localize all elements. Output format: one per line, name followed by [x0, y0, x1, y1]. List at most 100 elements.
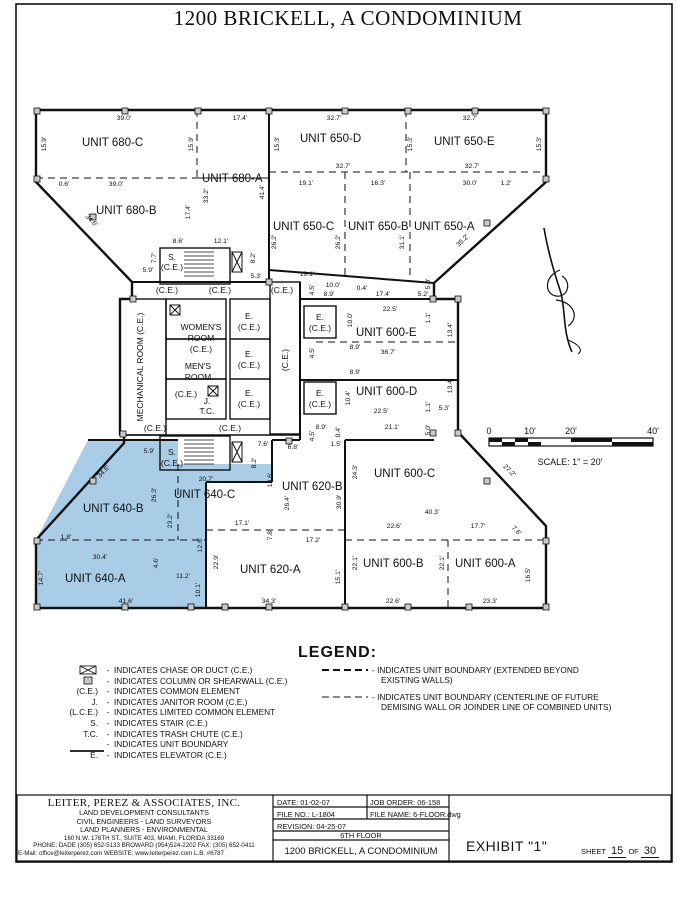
- svg-text:34.3': 34.3': [262, 598, 277, 605]
- svg-text:(C.E.): (C.E.): [161, 458, 183, 468]
- svg-text:4.6': 4.6': [153, 558, 160, 569]
- unit-600-a: UNIT 600-A: [455, 558, 516, 570]
- svg-text:13.4': 13.4': [447, 379, 454, 394]
- column-icon: [33, 107, 550, 611]
- svg-text:14.7': 14.7': [38, 571, 45, 586]
- svg-text:0.4': 0.4': [357, 285, 368, 292]
- file-name-field: FILE NAME: 6-FLOOR.dwg: [370, 810, 461, 819]
- svg-text:5.2': 5.2': [418, 291, 429, 298]
- legend-centerline-boundary: - INDICATES UNIT BOUNDARY (CENTERLINE OF…: [372, 692, 612, 713]
- svg-text:(C.E.): (C.E.): [271, 285, 293, 295]
- svg-text:S.: S.: [168, 447, 176, 457]
- svg-text:22.6': 22.6': [386, 598, 401, 605]
- svg-text:(C.E.): (C.E.): [175, 389, 197, 399]
- svg-text:10': 10': [524, 426, 536, 436]
- sheet-border: [15, 3, 673, 863]
- sheet-number: SHEET 15 OF 30: [581, 845, 660, 858]
- svg-text:8.9': 8.9': [350, 369, 361, 376]
- svg-text:E.: E.: [316, 388, 324, 398]
- svg-text:30.0': 30.0': [463, 180, 478, 187]
- svg-text:22.9': 22.9': [213, 555, 220, 570]
- svg-text:22.6': 22.6': [387, 523, 402, 530]
- svg-text:E.: E.: [316, 312, 324, 322]
- vertical-dimension-labels: 15.9' 15.9' 15.3' 15.3' 15.3' 33.2' 41.4…: [38, 137, 543, 598]
- svg-text:36.7': 36.7': [381, 349, 396, 356]
- svg-text:SCALE: 1" = 20': SCALE: 1" = 20': [538, 457, 603, 467]
- svg-text:10.0': 10.0': [347, 313, 354, 328]
- svg-text:4.5': 4.5': [309, 285, 316, 296]
- legend-row: -INDICATES UNIT BOUNDARY: [106, 739, 229, 750]
- svg-text:8.9': 8.9': [316, 424, 327, 431]
- legend-row: E.-INDICATES ELEVATOR (C.E.): [90, 749, 227, 760]
- svg-text:12.6': 12.6': [197, 538, 204, 553]
- unit-680-a: UNIT 680-A: [202, 173, 263, 185]
- svg-text:15.9': 15.9': [188, 137, 195, 152]
- svg-text:27.2': 27.2': [501, 463, 516, 478]
- svg-text:0: 0: [486, 426, 491, 436]
- svg-text:39.0': 39.0': [117, 115, 132, 122]
- unit-600-e: UNIT 600-E: [356, 327, 417, 339]
- svg-text:6.8': 6.8': [288, 444, 299, 451]
- svg-text:(C.E.): (C.E.): [309, 323, 331, 333]
- scale-bar: 0 10' 20' 40' SCALE: 1" = 20': [486, 426, 659, 467]
- floor-field: 6TH FLOOR: [340, 831, 382, 840]
- svg-text:13.4': 13.4': [447, 323, 454, 338]
- svg-text:(C.E.): (C.E.): [144, 423, 166, 433]
- svg-text:(C.E.): (C.E.): [309, 399, 331, 409]
- svg-text:40': 40': [647, 426, 659, 436]
- unit-640-a: UNIT 640-A: [65, 573, 126, 585]
- unit-650-c: UNIT 650-C: [273, 221, 334, 233]
- page-title: 1200 BRICKELL, A CONDOMINIUM: [173, 6, 523, 30]
- file-no-field: FILE NO.: L-1804: [277, 810, 335, 819]
- unit-680-c: UNIT 680-C: [82, 137, 143, 149]
- svg-text:23.3': 23.3': [483, 598, 498, 605]
- svg-text:18.6': 18.6': [267, 473, 274, 488]
- legend-title: LEGEND:: [298, 644, 377, 661]
- svg-text:26.3': 26.3': [151, 488, 158, 503]
- svg-text:(C.E.): (C.E.): [238, 360, 260, 370]
- svg-text:16.3': 16.3': [371, 180, 386, 187]
- svg-text:(C.E.): (C.E.): [161, 262, 183, 272]
- legend-row: -INDICATES CHASE OR DUCT (C.E.): [106, 665, 253, 675]
- unit-650-d: UNIT 650-D: [300, 133, 361, 145]
- svg-text:17.4': 17.4': [233, 115, 248, 122]
- svg-text:17.4': 17.4': [185, 205, 192, 220]
- svg-text:5.9': 5.9': [143, 267, 154, 274]
- core-labels: WOMEN'S ROOM (C.E.) MEN'S ROOM (C.E.) E.…: [135, 252, 331, 468]
- svg-text:S.: S.: [168, 252, 176, 262]
- svg-text:5.0': 5.0': [425, 279, 432, 290]
- exhibit-label: EXHIBIT "1": [466, 838, 548, 854]
- svg-text:41.6': 41.6': [119, 598, 134, 605]
- dashed-boundaries: [36, 110, 546, 608]
- svg-text:26.4': 26.4': [284, 496, 291, 511]
- svg-text:11.2': 11.2': [176, 573, 190, 580]
- svg-text:39.0': 39.0': [109, 181, 124, 188]
- svg-text:(C.E.): (C.E.): [209, 285, 231, 295]
- unit-640-b: UNIT 640-B: [83, 503, 144, 515]
- svg-text:J.: J.: [204, 396, 211, 406]
- legend-extended-boundary: - INDICATES UNIT BOUNDARY (EXTENDED BEYO…: [372, 665, 579, 686]
- svg-text:15.3': 15.3': [536, 137, 543, 152]
- core: [119, 247, 337, 471]
- svg-text:ROOM: ROOM: [185, 372, 211, 382]
- firm-block: LEITER, PEREZ & ASSOCIATES, INC. LAND DE…: [18, 798, 270, 857]
- svg-text:32.7': 32.7': [327, 115, 342, 122]
- svg-text:20.7': 20.7': [199, 476, 214, 483]
- svg-text:5.3': 5.3': [439, 405, 450, 412]
- svg-text:30.9': 30.9': [336, 495, 343, 510]
- unit-650-a: UNIT 650-A: [414, 221, 475, 233]
- svg-text:22.1': 22.1': [439, 556, 446, 571]
- svg-text:26.2': 26.2': [271, 235, 278, 250]
- chase-icon: [169, 251, 243, 463]
- svg-text:19.1': 19.1': [299, 180, 314, 187]
- unit-650-b: UNIT 650-B: [348, 221, 409, 233]
- unit-620-a: UNIT 620-A: [240, 564, 301, 576]
- svg-text:12.1': 12.1': [214, 238, 229, 245]
- legend-row: (L.C.E.)-INDICATES LIMITED COMMON ELEMEN…: [69, 707, 276, 718]
- unit-640-c: UNIT 640-C: [174, 489, 235, 501]
- svg-text:ROOM: ROOM: [188, 333, 214, 343]
- svg-text:41.4': 41.4': [259, 185, 266, 200]
- svg-text:8.9': 8.9': [350, 344, 361, 351]
